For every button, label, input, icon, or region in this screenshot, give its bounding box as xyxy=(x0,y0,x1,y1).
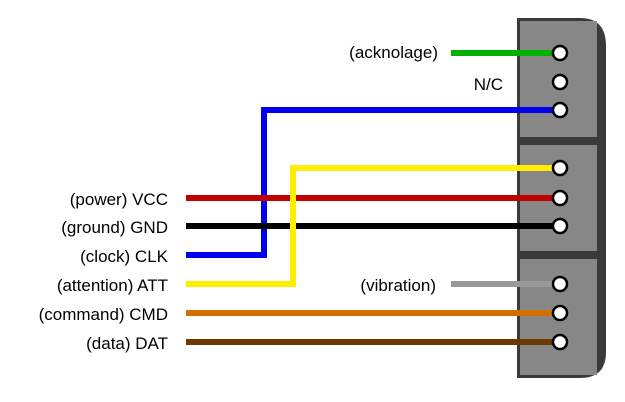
pin-1 xyxy=(551,44,569,62)
wires xyxy=(186,50,560,345)
label-dat: (data) DAT xyxy=(86,334,168,353)
pin-5 xyxy=(551,189,569,207)
label-cmd: (command) CMD xyxy=(39,305,168,324)
label-clk: (clock) CLK xyxy=(80,247,169,266)
pin-8 xyxy=(551,304,569,322)
label-vibration: (vibration) xyxy=(360,276,436,295)
pin-7 xyxy=(551,275,569,293)
wire-clk xyxy=(186,107,560,258)
wire-att xyxy=(186,165,560,287)
label-acknolage: (acknolage) xyxy=(349,43,438,62)
pin-6 xyxy=(551,217,569,235)
pins xyxy=(551,44,569,351)
label-vcc: (power) VCC xyxy=(70,190,168,209)
label-gnd: (ground) GND xyxy=(61,218,168,237)
label-att: (attention) ATT xyxy=(57,276,168,295)
labels: (acknolage) N/C (power) VCC (ground) GND… xyxy=(39,43,503,353)
pin-9 xyxy=(551,333,569,351)
pin-3 xyxy=(551,101,569,119)
pin-2 xyxy=(551,73,569,91)
label-nc: N/C xyxy=(474,75,503,94)
pin-4 xyxy=(551,159,569,177)
